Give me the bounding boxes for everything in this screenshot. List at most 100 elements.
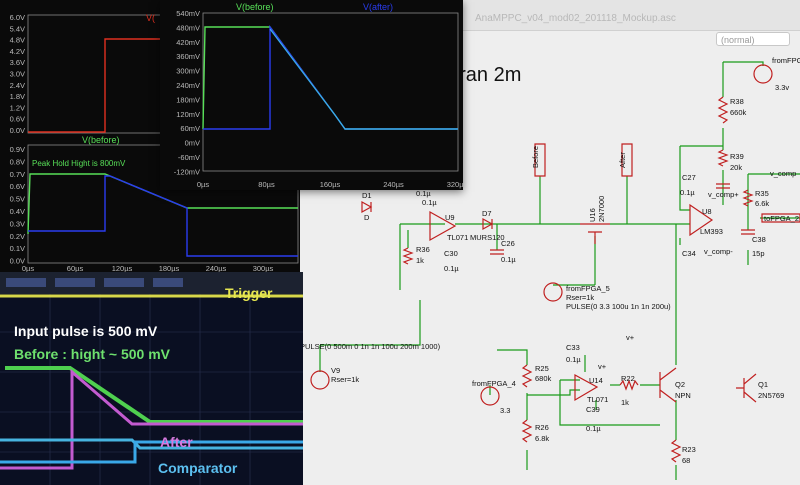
tick-label: 300mV	[176, 67, 200, 76]
components	[310, 64, 800, 463]
svg-text:3.3: 3.3	[500, 406, 510, 415]
svg-text:fromFPGA_4: fromFPGA_4	[472, 379, 516, 388]
svg-text:C38: C38	[752, 235, 766, 244]
tick-label: 240µs	[206, 264, 227, 272]
svg-text:D7: D7	[482, 209, 492, 218]
svg-text:0.1µ: 0.1µ	[680, 188, 695, 197]
tick-label: 120mV	[176, 110, 200, 119]
tick-label: 5.4V	[10, 24, 25, 33]
trace-red	[28, 38, 160, 133]
svg-text:U8: U8	[702, 207, 712, 216]
tick-label: -120mV	[174, 167, 200, 176]
svg-text:Q2: Q2	[675, 380, 685, 389]
tick-label: 180µs	[159, 264, 180, 272]
tick-label: 0.8V	[10, 157, 25, 166]
tick-label: 2.4V	[10, 81, 25, 90]
svg-text:MURS120: MURS120	[470, 233, 505, 242]
svg-text:R39: R39	[730, 152, 744, 161]
scope-traces	[0, 272, 303, 485]
trigger-label: Trigger	[225, 285, 273, 301]
before-label: Before : hight ~ 500 mV	[14, 346, 170, 362]
search-input[interactable]: (normal)	[716, 32, 790, 46]
tick-label: 0.2V	[10, 232, 25, 241]
after-label: After	[160, 434, 193, 450]
svg-text:v+: v+	[598, 362, 607, 371]
tick-label: 180mV	[176, 95, 200, 104]
tick-label: 0.6V	[10, 182, 25, 191]
tick-label: 3.0V	[10, 70, 25, 79]
svg-text:660k: 660k	[730, 108, 747, 117]
svg-text:U9: U9	[445, 213, 455, 222]
tick-label: 4.2V	[10, 47, 25, 56]
trace-blue	[28, 175, 298, 257]
svg-text:C34: C34	[682, 249, 696, 258]
tick-label: 0.0V	[10, 257, 25, 266]
svg-text:0.1µ: 0.1µ	[422, 198, 437, 207]
tick-label: 0mV	[185, 139, 200, 148]
tick-label: 80µs	[258, 180, 275, 189]
svg-text:LM393: LM393	[700, 227, 723, 236]
svg-text:C30: C30	[444, 249, 458, 258]
tran-directive[interactable]: .tran 2m	[448, 64, 522, 86]
svg-text:D: D	[364, 213, 370, 222]
svg-text:PULSE(0 500m 0 1n 1n 100u 200m: PULSE(0 500m 0 1n 1n 100u 200m 1000)	[300, 342, 441, 351]
svg-text:15p: 15p	[752, 249, 765, 258]
svg-text:fromFPG: fromFPG	[772, 56, 800, 65]
svg-text:R25: R25	[535, 364, 549, 373]
plot-pane-bottom: 0.9V0.8V0.7V0.6V0.5V0.4V0.3V0.2V0.1V0.0V…	[10, 135, 299, 266]
svg-text:v_comp: v_comp	[770, 169, 796, 178]
svg-text:v+: v+	[626, 333, 635, 342]
svg-text:2N7000: 2N7000	[597, 196, 606, 222]
svg-text:680k: 680k	[535, 374, 552, 383]
svg-text:NPN: NPN	[675, 391, 691, 400]
tick-label: 0.6V	[10, 115, 25, 124]
peak-hold-annotation: Peak Hold Hight is 800mV	[32, 159, 126, 168]
tick-label: 540mV	[176, 9, 200, 18]
tick-label: 1.8V	[10, 92, 25, 101]
svg-text:Rser=1k: Rser=1k	[566, 293, 594, 302]
tick-label: 120µs	[112, 264, 133, 272]
tick-label: 0.7V	[10, 170, 25, 179]
trace-overlap	[269, 28, 458, 130]
tick-label: 3.6V	[10, 58, 25, 67]
svg-text:TL071: TL071	[587, 395, 608, 404]
plot-frame	[202, 12, 459, 172]
svg-text:R22: R22	[621, 374, 635, 383]
svg-text:1k: 1k	[416, 256, 424, 265]
tick-label: 300µs	[253, 264, 274, 272]
waveform-window-zoom[interactable]: 540mV480mV420mV360mV300mV240mV180mV120mV…	[160, 0, 463, 190]
svg-text:D1: D1	[362, 191, 372, 200]
svg-text:1k: 1k	[621, 398, 629, 407]
svg-text:C39: C39	[586, 405, 600, 414]
svg-text:0.1µ: 0.1µ	[501, 255, 516, 264]
svg-text:R36: R36	[416, 245, 430, 254]
svg-text:v_comp+: v_comp+	[708, 190, 739, 199]
svg-text:toFPGA_2: toFPGA_2	[764, 214, 799, 223]
svg-text:6.8k: 6.8k	[535, 434, 549, 443]
tick-label: 60µs	[67, 264, 84, 272]
svg-text:R35: R35	[755, 189, 769, 198]
svg-text:C26: C26	[501, 239, 515, 248]
tick-label: 0µs	[22, 264, 34, 272]
svg-text:Rser=1k: Rser=1k	[331, 375, 359, 384]
svg-text:0.1µ: 0.1µ	[416, 189, 431, 198]
window-title: AnaMPPC_v04_mod02_201118_Mockup.asc	[475, 13, 676, 24]
svg-text:U16: U16	[588, 208, 597, 222]
svg-text:U14: U14	[589, 376, 603, 385]
svg-text:v_comp-: v_comp-	[704, 247, 733, 256]
svg-text:fromFPGA_5: fromFPGA_5	[566, 284, 610, 293]
schematic-labels: fromFPG 3.3v R38 660k R39 20k C27 0.1µ v…	[300, 56, 800, 465]
svg-text:PULSE(0 3.3 100u 1n 1n 200u): PULSE(0 3.3 100u 1n 1n 200u)	[566, 302, 671, 311]
tick-label: 420mV	[176, 38, 200, 47]
tick-label: 360mV	[176, 52, 200, 61]
svg-text:68: 68	[682, 456, 690, 465]
trace-green	[27, 173, 298, 235]
legend-before: V(before)	[236, 2, 274, 12]
tick-label: 240mV	[176, 81, 200, 90]
tick-label: 4.8V	[10, 36, 25, 45]
legend-v: V(	[146, 13, 155, 23]
svg-text:20k: 20k	[730, 163, 742, 172]
tick-label: 6.0V	[10, 13, 25, 22]
comparator-label: Comparator	[158, 460, 238, 476]
svg-text:V9: V9	[331, 366, 340, 375]
